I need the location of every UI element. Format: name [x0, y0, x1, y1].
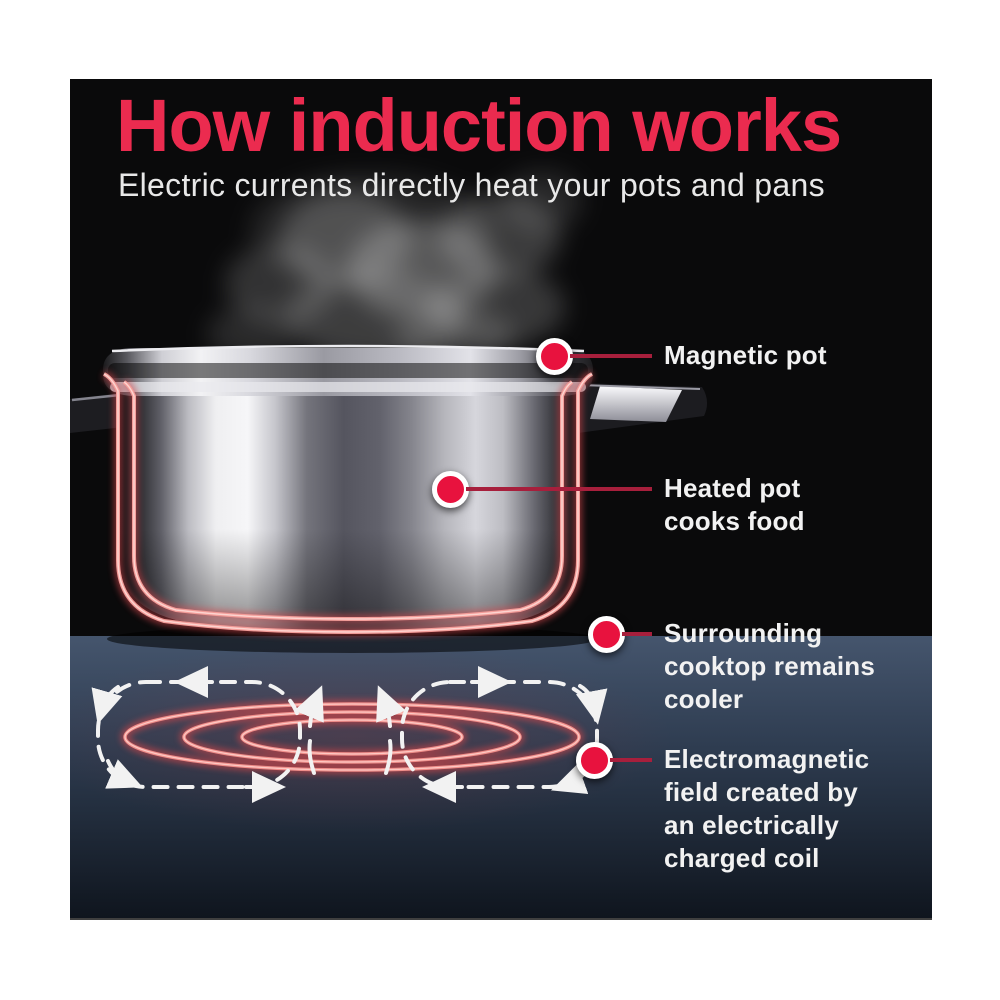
- callout-marker-dot: [588, 616, 625, 653]
- stainless-pot: [70, 344, 708, 637]
- callout-leader-line: [622, 632, 652, 636]
- callout-marker-dot: [432, 471, 469, 508]
- callout-leader-line: [570, 354, 652, 358]
- pot-rim: [103, 344, 593, 396]
- callout-leader-line: [610, 758, 652, 762]
- pot-left-handle: [70, 393, 127, 433]
- cooktop-surface: [70, 625, 932, 918]
- callout-label: Heated pot cooks food: [664, 473, 805, 536]
- callout-label: Electromagnetic field created by an elec…: [664, 744, 870, 873]
- page-title: How induction works: [116, 84, 842, 167]
- infographic-panel: How induction works Electric currents di…: [70, 79, 932, 920]
- induction-coil-rings: [120, 699, 584, 775]
- page-subtitle: Electric currents directly heat your pot…: [118, 167, 825, 203]
- callout-leader-line: [466, 487, 652, 491]
- heated-pot-outline: [101, 369, 595, 637]
- callout-marker-dot: [536, 338, 573, 375]
- callout-marker-dot: [576, 742, 613, 779]
- callout-label: Magnetic pot: [664, 340, 827, 370]
- steam-cloud: [207, 171, 582, 365]
- magnetic-field-lines: [91, 666, 608, 803]
- pot-right-handle: [578, 383, 708, 433]
- induction-scene-illustration: [70, 79, 932, 918]
- callout-label: Surrounding cooktop remains cooler: [664, 618, 876, 714]
